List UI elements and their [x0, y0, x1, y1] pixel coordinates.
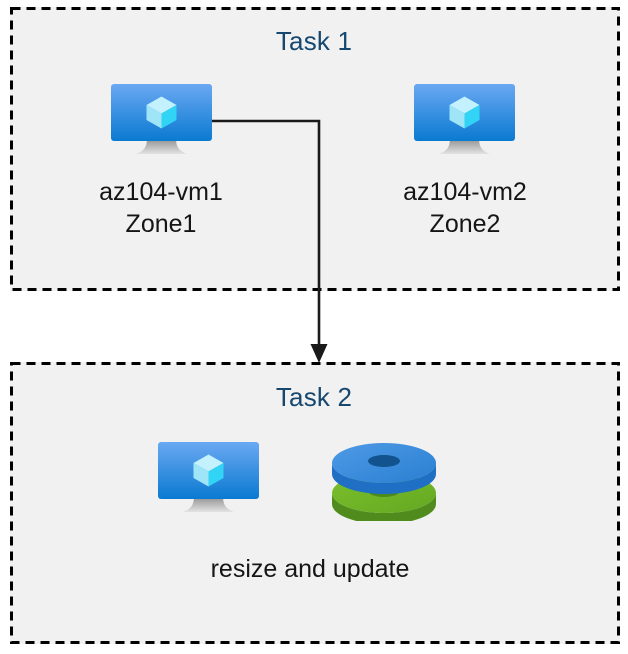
vm2-zone-line: Zone2 [429, 210, 501, 238]
arrowhead-icon [310, 344, 328, 363]
task2-caption: resize and update [210, 555, 410, 583]
vm2-caption: az104-vm2 Zone2 [365, 176, 565, 240]
vm1-caption: az104-vm1 Zone1 [61, 176, 261, 240]
task1-title: Task 1 [275, 26, 353, 56]
azure-virtual-machine-icon [110, 83, 213, 161]
azure-virtual-machine-icon [157, 441, 260, 519]
vm2-name-line: az104-vm2 [403, 178, 527, 206]
vm1-name-line: az104-vm1 [99, 178, 223, 206]
vm1-zone-line: Zone1 [125, 210, 197, 238]
azure-managed-disks-icon [330, 443, 438, 524]
task2-title: Task 2 [275, 382, 353, 412]
azure-virtual-machine-icon [413, 83, 516, 161]
